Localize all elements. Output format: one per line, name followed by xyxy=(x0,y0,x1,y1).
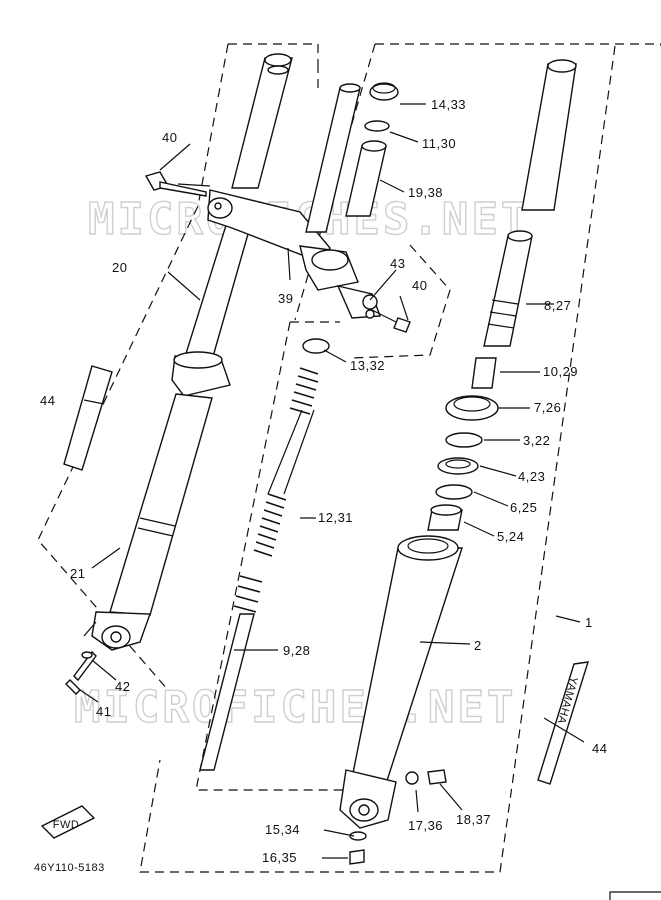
callout-41: 41 xyxy=(96,704,111,719)
callout-18-37: 18,37 xyxy=(456,812,491,827)
watermark-bottom: MICROFICHES.NET xyxy=(74,682,516,733)
bolt-41 xyxy=(65,650,97,695)
callout-13-32: 13,32 xyxy=(350,358,385,373)
inner-tube-8-27 xyxy=(483,230,533,347)
callout-10-29: 10,29 xyxy=(543,364,578,379)
callout-14-33: 14,33 xyxy=(431,97,466,112)
decal-44-left xyxy=(63,365,113,471)
cap-bolt-14-33 xyxy=(369,83,399,101)
yamaha-decal-44: YAMAHA xyxy=(537,661,589,785)
callout-4-23: 4,23 xyxy=(518,469,545,484)
spring-group-boundary xyxy=(195,321,350,791)
callout-39: 39 xyxy=(278,291,293,306)
o-ring-11-30 xyxy=(364,120,390,132)
spring-seat-13-32 xyxy=(302,338,330,354)
callout-42: 42 xyxy=(115,679,130,694)
washer-42 xyxy=(81,651,93,659)
fwd-arrow-badge: FWD xyxy=(40,805,96,839)
callout-11-30: 11,30 xyxy=(422,136,456,151)
callout-43: 43 xyxy=(390,256,405,271)
oil-seal-7-26 xyxy=(445,395,499,421)
callout-40-upper: 40 xyxy=(162,130,177,145)
bracket-39 xyxy=(299,245,359,291)
callout-15-34: 15,34 xyxy=(265,822,300,837)
bolt-18-37 xyxy=(427,769,447,785)
inner-outer-tube-boundary xyxy=(349,244,451,359)
circlip-3-22 xyxy=(445,432,483,448)
callout-8-27: 8,27 xyxy=(544,298,571,313)
callout-19-38: 19,38 xyxy=(408,185,443,200)
callout-40-lower: 40 xyxy=(412,278,427,293)
callout-3-22: 3,22 xyxy=(523,433,550,448)
bolt-16-35 xyxy=(349,849,365,865)
clamp-43 xyxy=(336,284,381,319)
callout-12-31: 12,31 xyxy=(318,510,353,525)
callout-2: 2 xyxy=(474,638,482,653)
callout-9-28: 9,28 xyxy=(283,643,310,658)
callout-20: 20 xyxy=(112,260,127,275)
callout-44-left: 44 xyxy=(40,393,55,408)
clamp-bolt-40-upper xyxy=(144,171,207,197)
callout-21: 21 xyxy=(70,566,85,581)
bushing-10-29 xyxy=(471,357,497,389)
left-fork-assembly xyxy=(83,53,331,651)
leader-lines xyxy=(79,103,585,859)
outer-tube-2 xyxy=(339,535,463,829)
callout-44-right: 44 xyxy=(592,741,607,756)
corner-frame xyxy=(609,891,661,900)
callout-6-25: 6,25 xyxy=(510,500,537,515)
callout-7-26: 7,26 xyxy=(534,400,561,415)
fwd-label: FWD xyxy=(53,819,80,831)
inner-tube-right-upper xyxy=(521,59,577,211)
damper-rod-9-28 xyxy=(199,575,263,771)
spring-upper xyxy=(289,367,319,415)
clamp-bolt-40-lower xyxy=(371,309,411,333)
callout-1: 1 xyxy=(585,615,593,630)
washer-17-36 xyxy=(405,771,419,785)
inner-tube-19-38 xyxy=(345,140,387,217)
spring-12-31 xyxy=(253,493,287,557)
washer-15-34 xyxy=(349,831,367,841)
callout-16-35: 16,35 xyxy=(262,850,297,865)
diagram-code: 46Y110-5183 xyxy=(34,862,105,874)
inner-tube-upper xyxy=(305,83,361,233)
washer-6-25 xyxy=(435,484,473,500)
callout-17-36: 17,36 xyxy=(408,818,443,833)
callout-5-24: 5,24 xyxy=(497,529,524,544)
